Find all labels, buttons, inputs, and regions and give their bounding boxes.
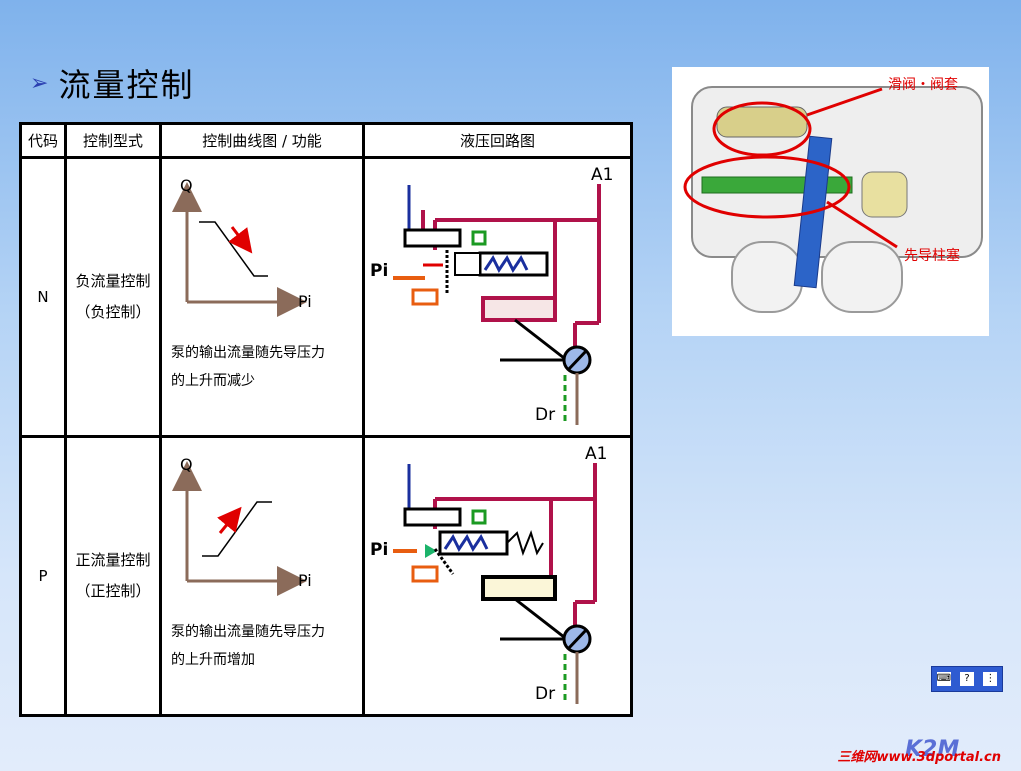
circuit-a1: A1 <box>591 165 613 185</box>
title-text: 流量控制 <box>58 66 195 104</box>
axis-q-label: Q <box>180 455 193 474</box>
circuit-dr: Dr <box>535 405 555 425</box>
header-type: 控制型式 <box>64 122 162 159</box>
function-text: 泵的输出流量随先导压力 的上升而增加 <box>171 618 325 674</box>
table-header-row: 代码 控制型式 控制曲线图 / 功能 液压回路图 <box>19 122 633 159</box>
circuit-pi: Pi <box>370 261 388 281</box>
curve-cell: Q Pi 泵的输出流量随先导压力 的上升而减少 <box>159 156 365 438</box>
hydraulic-circuit: A1 Pi <box>370 165 613 425</box>
bullet-arrow-icon: ➢ <box>30 70 49 96</box>
label-spool: 滑阀・阀套 <box>888 76 958 93</box>
curve-cell: Q Pi 泵的输出流量随先导压力 的上升而增加 <box>159 435 365 717</box>
circuit-pi: Pi <box>370 540 388 560</box>
row-type: 正流量控制 （正控制） <box>64 435 162 717</box>
type-line1: 正流量控制 <box>75 551 151 569</box>
header-code: 代码 <box>19 122 67 159</box>
logo: K2M <box>905 737 960 762</box>
circuit-cell: A1 Pi <box>362 156 633 438</box>
fn-line1: 泵的输出流量随先导压力 <box>171 345 325 361</box>
table-row: P 正流量控制 （正控制） Q <box>19 435 633 717</box>
circuit-a1: A1 <box>585 444 607 464</box>
row-code: N <box>19 156 67 438</box>
options-icon[interactable]: ⋮ <box>983 672 998 686</box>
table-row: N 负流量控制 （负控制） Q <box>19 156 633 438</box>
flow-control-table: 代码 控制型式 控制曲线图 / 功能 液压回路图 N 负流量控制 （负控制） <box>19 122 633 717</box>
curve-graph: Q Pi <box>172 455 312 596</box>
keyboard-icon[interactable]: ⌨ <box>936 672 952 686</box>
fn-line2: 的上升而增加 <box>171 652 255 668</box>
header-circuit: 液压回路图 <box>362 122 633 159</box>
hydraulic-circuit: A1 Pi <box>370 444 607 704</box>
curve-graph: Q Pi <box>172 176 312 317</box>
axis-pi-label: Pi <box>298 292 312 311</box>
axis-q-label: Q <box>180 176 193 195</box>
header-curve: 控制曲线图 / 功能 <box>159 122 365 159</box>
row-type: 负流量控制 （负控制） <box>64 156 162 438</box>
circuit-cell: A1 Pi <box>362 435 633 717</box>
row-code: P <box>19 435 67 717</box>
function-text: 泵的输出流量随先导压力 的上升而减少 <box>171 339 325 395</box>
page-title: ➢ 流量控制 <box>30 60 194 106</box>
fn-line2: 的上升而减少 <box>171 373 255 389</box>
label-pilot: 先导柱塞 <box>904 247 960 264</box>
circuit-dr: Dr <box>535 684 555 704</box>
type-line2: （正控制） <box>75 582 151 600</box>
pump-photo: 滑阀・阀套 先导柱塞 <box>672 67 989 336</box>
axis-pi-label: Pi <box>298 571 312 590</box>
pump-illustration: 滑阀・阀套 先导柱塞 <box>672 67 989 336</box>
watermark: 三维网www.3dportal.cn <box>837 750 1001 765</box>
fn-line1: 泵的输出流量随先导压力 <box>171 624 325 640</box>
type-line2: （负控制） <box>75 303 151 321</box>
type-line1: 负流量控制 <box>75 272 151 290</box>
help-icon[interactable]: ? <box>959 672 974 686</box>
input-method-bar[interactable]: ⌨ ? ⋮ <box>931 666 1003 692</box>
